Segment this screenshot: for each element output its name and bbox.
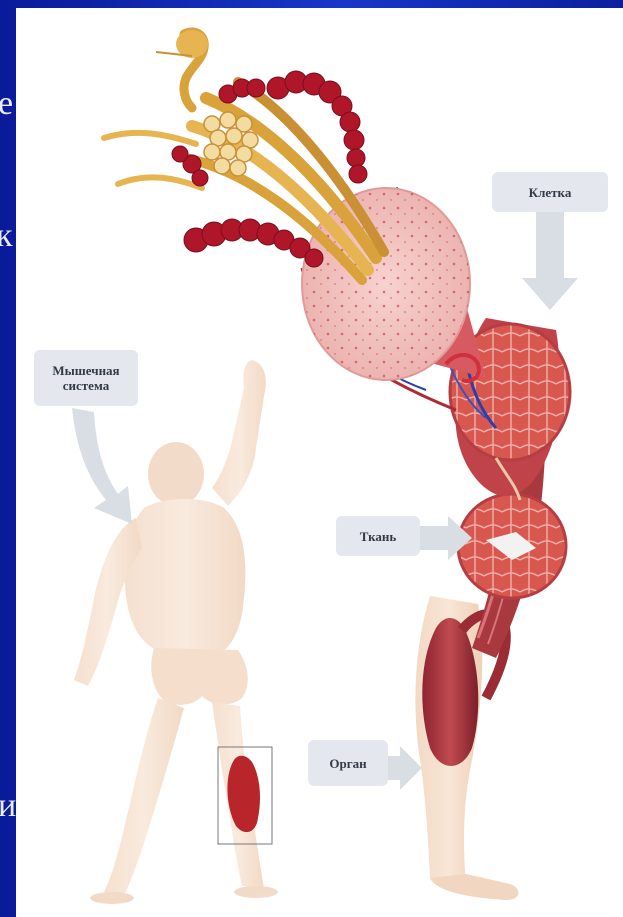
slide-text-fragment-1: е bbox=[0, 84, 13, 124]
slide-text-fragment-2: к bbox=[0, 216, 13, 256]
arrow-icon bbox=[72, 408, 132, 524]
slide-text-fragment-3: и bbox=[0, 786, 16, 826]
arrow-icon bbox=[522, 208, 578, 310]
diagram-panel: Клетка Мышечная система Ткань Орган bbox=[16, 8, 623, 917]
label-cell: Клетка bbox=[492, 172, 608, 212]
label-muscle-system: Мышечная система bbox=[34, 350, 138, 406]
label-tissue: Ткань bbox=[336, 516, 420, 556]
label-organ: Орган bbox=[308, 740, 388, 786]
myofibrils bbox=[104, 30, 384, 280]
